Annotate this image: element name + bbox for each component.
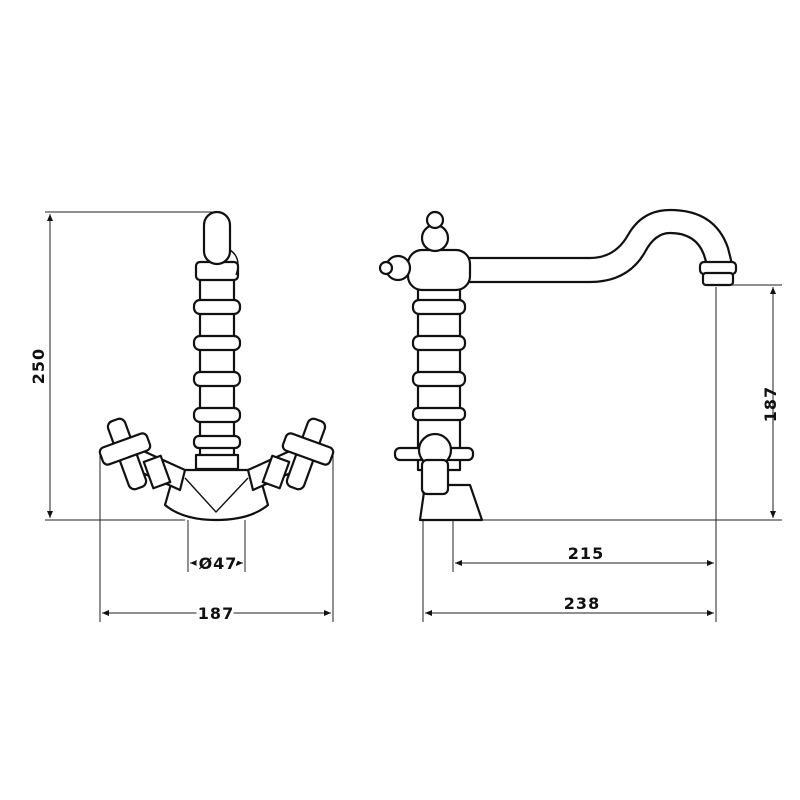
spout-height-dimension: 187 [480,284,782,521]
base-diameter-dimension: Ø47 [187,520,246,576]
total-depth-label: 238 [564,594,600,613]
side-view-faucet [378,208,738,522]
total-depth-dimension: 238 [422,470,714,622]
spout-height-label: 187 [761,386,780,422]
spout-reach-label: 215 [568,544,604,563]
base-diameter-label: Ø47 [199,554,238,573]
spout-reach-dimension: 215 [452,287,717,622]
front-width-dimension: 187 [99,450,334,626]
front-height-label: 250 [29,348,48,384]
front-width-label: 187 [198,604,234,623]
front-height-dimension: 250 [29,211,215,521]
front-view-faucet [98,210,335,522]
